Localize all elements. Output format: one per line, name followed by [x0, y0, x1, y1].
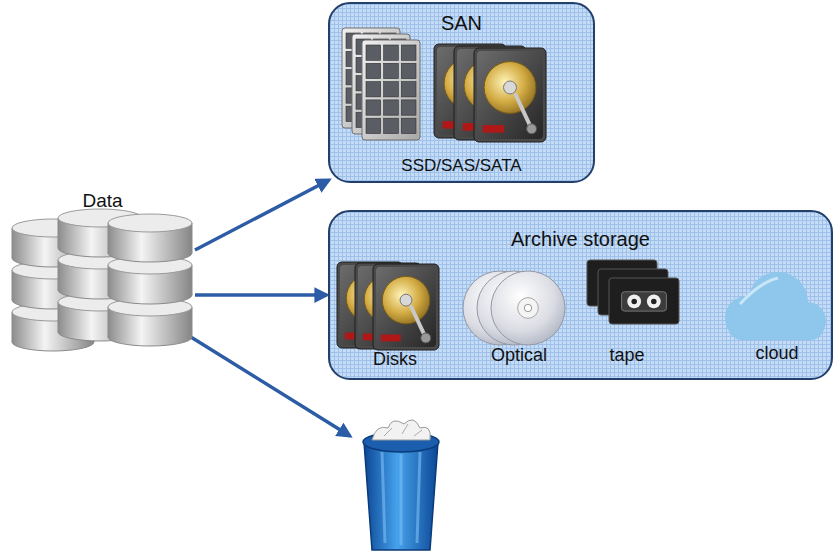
database-node-illustration	[10, 190, 195, 355]
trash-bin	[363, 420, 439, 550]
storage-label: tape	[567, 345, 687, 366]
icon-shape	[384, 118, 399, 133]
icon-shape	[381, 335, 401, 342]
icon-shape	[366, 63, 381, 78]
paper-creases	[384, 424, 422, 436]
icon-shape	[362, 40, 420, 140]
icon-shape	[108, 214, 192, 232]
icon-shape	[366, 118, 381, 133]
flow-arrow	[195, 180, 329, 250]
icon-shape	[12, 228, 13, 258]
icon-shape	[384, 45, 399, 60]
icon-shape	[524, 304, 531, 311]
icon-shape	[609, 278, 679, 324]
icon-shape	[631, 299, 637, 305]
icon-shape	[400, 294, 412, 306]
icon-shape	[491, 271, 565, 345]
icon-shape	[108, 223, 109, 253]
icon-shape	[373, 264, 439, 350]
discard-arrow	[186, 334, 350, 436]
icon-shape	[58, 260, 59, 290]
icon-shape	[384, 82, 399, 97]
storage-label: Optical	[459, 345, 579, 366]
icon-shape	[384, 100, 399, 115]
icon-shape	[609, 278, 679, 324]
icon-shape	[58, 218, 59, 248]
icon-shape	[421, 333, 431, 343]
icon-shape	[518, 298, 539, 319]
icon-shape	[527, 124, 537, 134]
database-node: Data	[10, 190, 195, 355]
icon-shape	[483, 125, 505, 133]
icon-shape	[474, 48, 546, 142]
icon-shape	[366, 45, 381, 60]
icon-shape	[12, 270, 13, 300]
node-subtitle: SSD/SAS/SATA	[330, 156, 593, 176]
icon-shape	[728, 312, 824, 340]
icon-shape	[491, 271, 565, 345]
san-box: SAN SSD/SAS/SATA	[328, 2, 595, 183]
bin-body	[364, 442, 438, 550]
icon-shape	[373, 264, 439, 350]
icon-shape	[108, 214, 192, 346]
icon-shape	[484, 62, 536, 114]
icon-shape	[622, 292, 667, 311]
icon-shape	[58, 302, 59, 332]
icon-shape	[401, 118, 416, 133]
icon-shape	[192, 307, 193, 337]
flow-arrow	[195, 293, 327, 297]
icon-shape	[108, 307, 109, 337]
icon-shape	[192, 265, 193, 295]
icon-shape	[401, 82, 416, 97]
icon-shape	[516, 95, 532, 129]
icon-shape	[362, 40, 420, 140]
icon-shape	[474, 48, 546, 142]
icon-shape	[401, 63, 416, 78]
icon-shape	[504, 81, 517, 94]
storage-label: cloud	[717, 343, 835, 364]
icon-shape	[192, 223, 193, 253]
icon-shape	[401, 45, 416, 60]
icon-shape	[725, 272, 826, 340]
bin-ribs	[382, 452, 420, 545]
bin-paper	[372, 420, 430, 440]
node-title: Data	[10, 190, 195, 212]
icon-shape	[382, 276, 430, 324]
icon-shape	[366, 100, 381, 115]
storage-label: Disks	[335, 349, 455, 370]
icon-shape	[108, 265, 109, 295]
icon-shape	[12, 312, 13, 342]
icon-shape	[627, 295, 641, 309]
icon-shape	[651, 299, 657, 305]
icon-shape	[647, 295, 661, 309]
icon-shape	[384, 63, 399, 78]
node-title: SAN	[330, 12, 593, 35]
icon-shape	[401, 100, 416, 115]
node-title: Archive storage	[330, 228, 831, 251]
icon-shape	[740, 278, 778, 304]
icon-shape	[376, 267, 436, 347]
icon-shape	[366, 82, 381, 97]
icon-shape	[477, 51, 543, 139]
